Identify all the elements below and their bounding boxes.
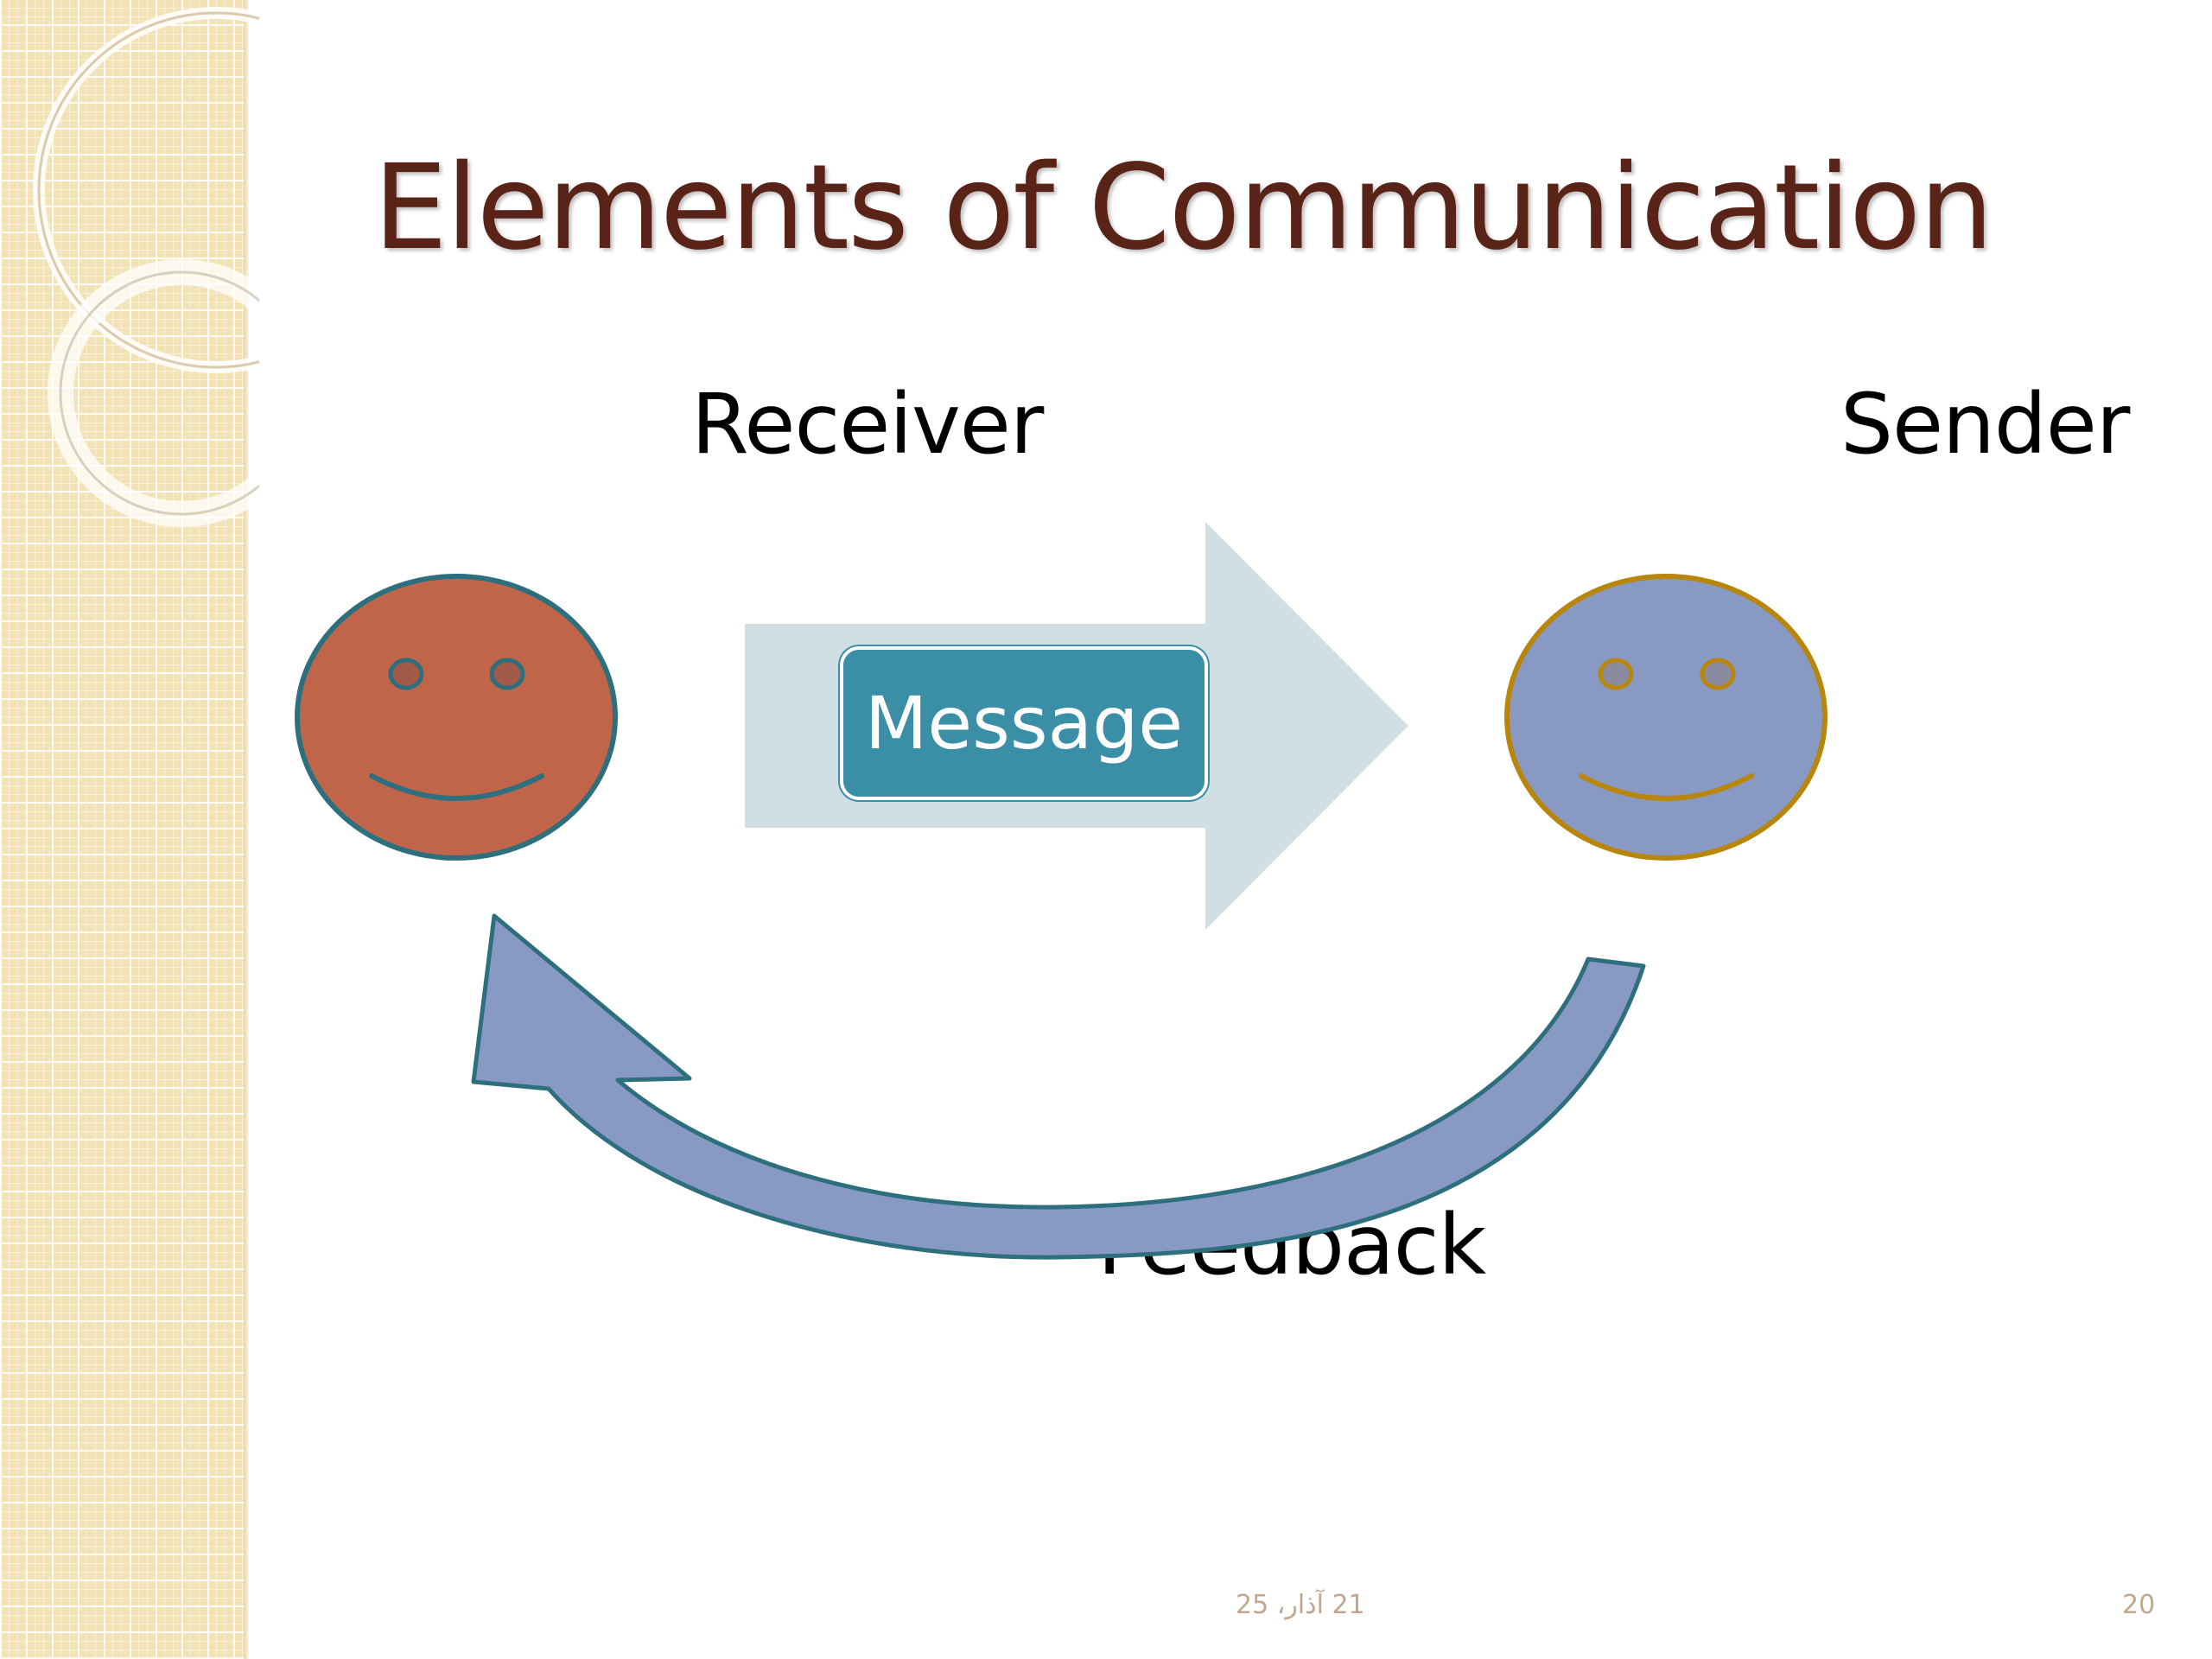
decorative-rings [33, 7, 259, 527]
sender-label: Sender [1840, 376, 2130, 473]
footer-date: 21 آذار، 25 [1236, 1590, 1365, 1620]
message-box: Message [840, 646, 1208, 800]
receiver-label: Receiver [691, 376, 1044, 473]
receiver-smiley-face-icon [295, 574, 618, 861]
sender-smiley-face-icon [1504, 574, 1827, 861]
sidebar-edge [244, 0, 249, 1659]
page-number: 20 [2122, 1590, 2156, 1620]
curved-arrow-icon [471, 913, 1646, 1260]
slide-title: Elements of Communication [373, 140, 1993, 276]
message-label: Message [864, 681, 1184, 766]
